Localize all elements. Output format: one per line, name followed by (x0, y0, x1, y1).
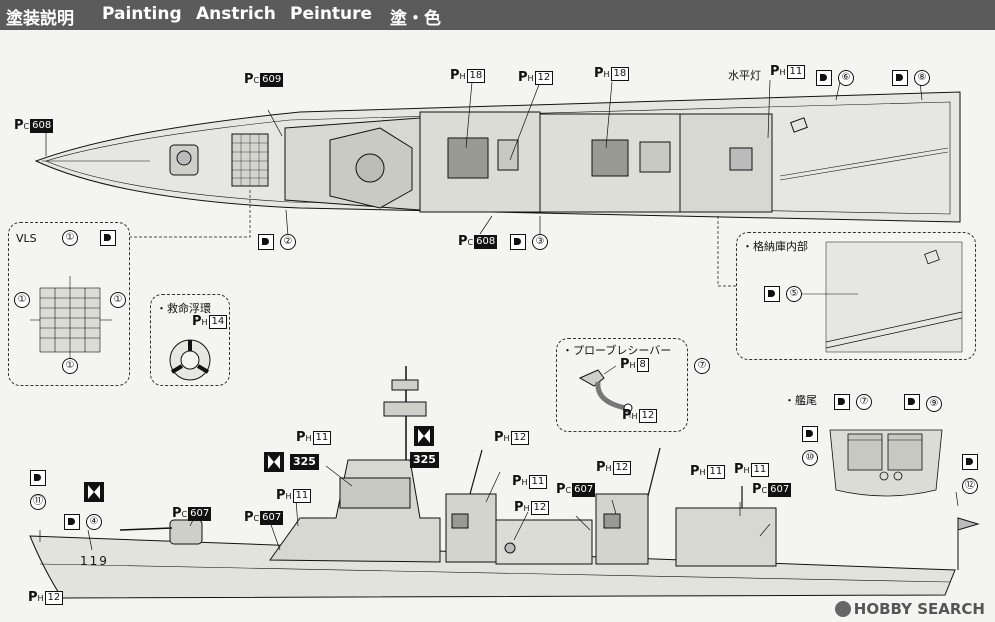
probe-receiver-label: ・プローブレシーバー (562, 344, 672, 357)
callout-3: ③ (532, 234, 548, 250)
watermark: HOBBY SEARCH (834, 600, 985, 618)
lifebuoy-panel (150, 294, 230, 386)
callout-2: ② (280, 234, 296, 250)
callout-9: ⑨ (926, 396, 942, 412)
hourglass-icon (264, 452, 284, 472)
decal-icon (64, 514, 80, 530)
decal-icon (892, 70, 908, 86)
callout-6: ⑥ (838, 70, 854, 86)
callout-12: ⑫ (962, 478, 978, 494)
title-en: Painting (102, 4, 182, 24)
callout-5: ⑤ (786, 286, 802, 302)
title-fr: Peinture (290, 4, 373, 24)
hobby-search-logo-icon (834, 601, 851, 617)
vls-panel (8, 222, 130, 386)
vls-label: VLS (16, 232, 37, 245)
header-bar: 塗装説明 Painting Anstrich Peinture 塗・色 (0, 0, 995, 30)
decal-icon (802, 426, 818, 442)
vls-callout-1-top: ① (62, 230, 78, 246)
callout-4: ④ (86, 514, 102, 530)
callout-10: ⑩ (802, 450, 818, 466)
hourglass-icon (84, 482, 104, 502)
marking-325-left: 325 (290, 454, 319, 470)
hourglass-icon (414, 426, 434, 446)
decal-icon (764, 286, 780, 302)
decal-icon (258, 234, 274, 250)
callout-8: ⑧ (914, 70, 930, 86)
stern-label: ・艦尾 (784, 394, 817, 407)
title-de: Anstrich (196, 4, 276, 24)
decal-icon (834, 394, 850, 410)
decal-icon (100, 230, 116, 246)
marking-325-right: 325 (410, 452, 439, 468)
hangar-interior-label: ・格納庫内部 (742, 240, 808, 253)
decal-icon (30, 470, 46, 486)
level-light-label: 水平灯 (728, 69, 761, 82)
callout-7-stern: ⑦ (856, 394, 872, 410)
callout-11: ⑪ (30, 494, 46, 510)
lifebuoy-icon (169, 339, 211, 381)
hangar-interior-panel (736, 232, 976, 360)
decal-icon (962, 454, 978, 470)
lifebuoy-label: ・救命浮環 (156, 302, 211, 315)
hull-number: 119 (80, 554, 109, 568)
top-view-ship (29, 79, 980, 599)
decal-icon (904, 394, 920, 410)
decal-icon (816, 70, 832, 86)
callout-7-probe: ⑦ (694, 358, 710, 374)
title-jp: 塗装説明 (6, 9, 74, 29)
title-jp-color: 塗・色 (390, 9, 441, 29)
vls-callout-1-bottom: ① (62, 358, 78, 374)
vls-callout-1-left: ① (14, 292, 30, 308)
vls-callout-1-right: ① (110, 292, 126, 308)
probe-receiver-panel (556, 338, 688, 432)
decal-icon (510, 234, 526, 250)
